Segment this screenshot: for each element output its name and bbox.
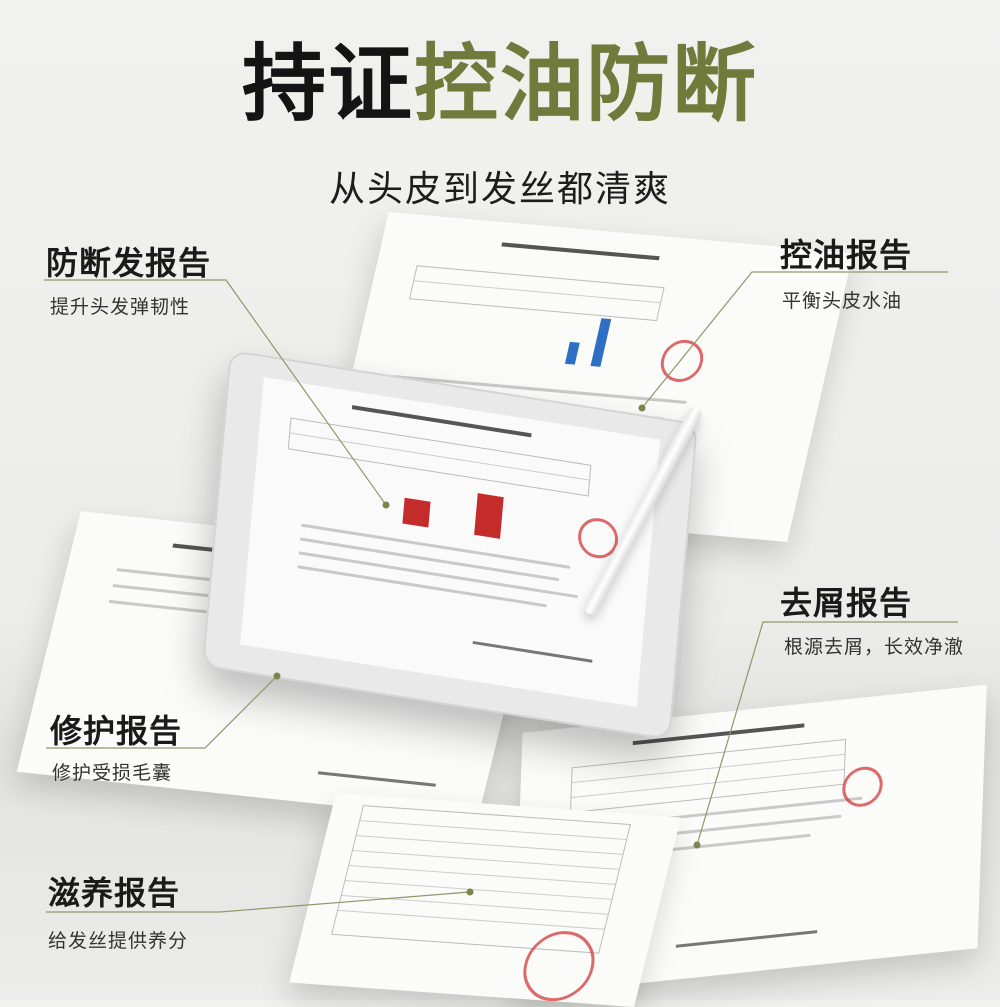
label-repair-desc: 修护受损毛囊 xyxy=(52,762,173,784)
label-anti-breakage-desc: 提升头发弹韧性 xyxy=(50,296,191,318)
label-nourish-title: 滋养报告 xyxy=(48,874,181,912)
nourish-report-sheet xyxy=(289,793,681,1007)
tablet-screen-anti-breakage-report xyxy=(240,377,661,707)
oil-chart-bar-1 xyxy=(564,341,580,365)
headline-dark-part: 持证 xyxy=(241,35,414,133)
headline-green-part: 控油防断 xyxy=(414,35,759,133)
subheadline: 从头皮到发丝都清爽 xyxy=(328,169,671,210)
label-anti-dandruff-title: 去屑报告 xyxy=(780,584,913,622)
oil-report-stamp xyxy=(656,338,708,384)
label-repair-title: 修护报告 xyxy=(50,712,183,750)
label-anti-dandruff-desc: 根源去屑，长效净澈 xyxy=(784,636,965,658)
anti-breakage-chart-bar-2 xyxy=(474,493,504,539)
label-oil-control-title: 控油报告 xyxy=(780,236,913,274)
label-oil-control-desc: 平衡头皮水油 xyxy=(782,290,903,312)
anti-breakage-chart-bar-1 xyxy=(402,497,431,528)
label-anti-breakage-title: 防断发报告 xyxy=(46,244,212,282)
oil-chart-bar-2 xyxy=(590,318,612,367)
label-nourish-desc: 给发丝提供养分 xyxy=(48,930,189,952)
headline: 持证控油防断 xyxy=(0,36,1000,133)
